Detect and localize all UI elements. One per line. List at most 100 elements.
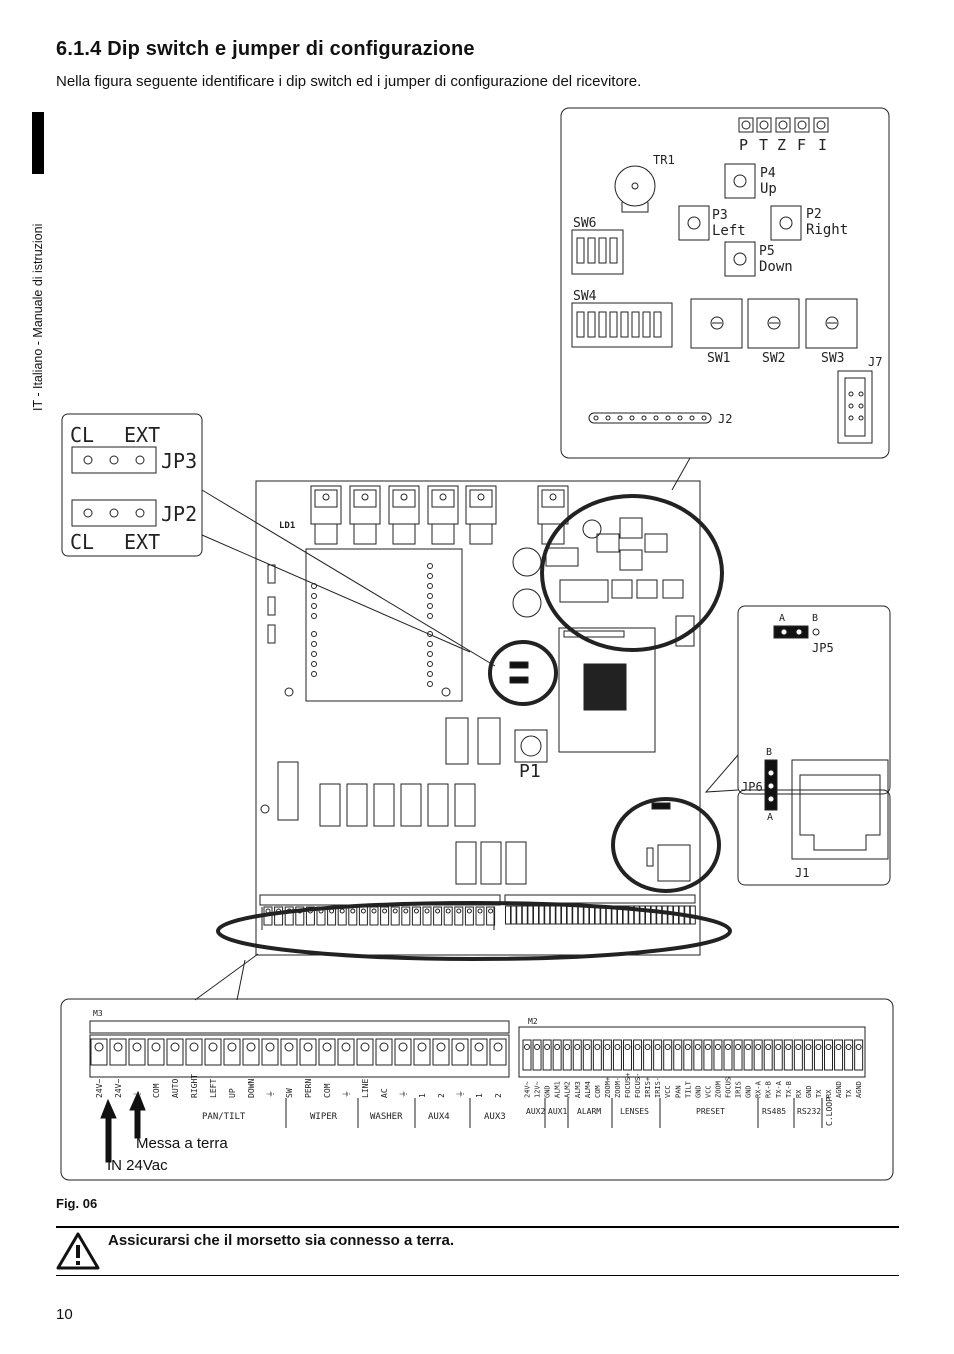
jp5-b-label: B <box>812 613 818 624</box>
p1-label: P1 <box>519 761 541 782</box>
jp2-label: JP2 <box>161 502 197 526</box>
board-screw <box>360 908 366 914</box>
up-label: Up <box>760 181 777 197</box>
board-screw <box>435 908 441 914</box>
board-terminal <box>369 906 379 926</box>
m3-terminal-label: 2 <box>437 1093 446 1098</box>
m2-terminal <box>562 1039 572 1071</box>
power-callout: IN 24Vac <box>107 1157 168 1174</box>
m2-terminal <box>602 1039 612 1071</box>
board-terminal <box>401 906 411 926</box>
m2-terminal <box>703 1039 713 1071</box>
m2-terminal <box>633 1039 643 1071</box>
m2-terminal-label: RX-B <box>765 1081 773 1098</box>
m2-screw <box>825 1044 832 1050</box>
m3-screw <box>227 1042 237 1052</box>
board-terminal <box>475 906 485 926</box>
board-terminal <box>454 906 464 926</box>
m2-terminal-label: IRIS <box>735 1081 743 1098</box>
m2-screw <box>624 1044 631 1050</box>
m3-terminal-label: PERN <box>304 1079 313 1098</box>
m3-terminal-label: ⏚ <box>133 1090 142 1098</box>
board-terminal <box>305 906 315 926</box>
m3-terminal <box>223 1038 241 1066</box>
divider-top <box>56 1226 899 1228</box>
m2-terminal-label: FOCUS <box>725 1077 733 1098</box>
m2-terminal <box>743 1039 753 1071</box>
jp3-label: JP3 <box>161 449 197 473</box>
m2-group-label: PRESET <box>696 1107 725 1116</box>
jp6-b-label: B <box>766 747 772 758</box>
m2-screw <box>755 1044 762 1050</box>
m3-screw <box>170 1042 180 1052</box>
m3-terminal <box>489 1038 507 1066</box>
m3-screw <box>189 1042 199 1052</box>
p4-label: P4 <box>760 166 776 181</box>
m3-terminal <box>470 1038 488 1066</box>
board-terminal <box>510 905 517 925</box>
m3-terminal <box>451 1038 469 1066</box>
board-terminal <box>464 906 474 926</box>
board-screw <box>318 908 324 914</box>
m2-screw <box>704 1044 711 1050</box>
m2-terminal-label: TX <box>815 1089 823 1098</box>
board-terminal <box>263 906 273 926</box>
m2-terminal <box>683 1039 693 1071</box>
detail-box-jumpers <box>61 413 203 557</box>
m3-terminal-label: LEFT <box>209 1079 218 1098</box>
board-terminal <box>572 905 579 925</box>
m3-terminal <box>261 1038 279 1066</box>
highlight-jp6 <box>611 797 721 893</box>
m2-terminal-label: TX-B <box>785 1081 793 1098</box>
led-label-z: Z <box>777 136 786 154</box>
m2-terminal <box>803 1039 813 1071</box>
m2-screw <box>614 1044 621 1050</box>
m2-terminal <box>663 1039 673 1071</box>
board-screw <box>477 908 483 914</box>
m2-screw <box>845 1044 852 1050</box>
m3-screw <box>208 1042 218 1052</box>
j2-label: J2 <box>718 412 732 426</box>
m3-terminal-label: RIGHT <box>190 1074 199 1098</box>
m2-terminal <box>582 1039 592 1071</box>
divider-bottom <box>56 1275 899 1276</box>
m3-terminal <box>413 1038 431 1066</box>
p3-label: P3 <box>712 208 728 223</box>
m3-screw <box>493 1042 503 1052</box>
sw6-label: SW6 <box>573 216 596 231</box>
m2-screw <box>815 1044 822 1050</box>
board-screw <box>286 908 292 914</box>
detail-box-terminals <box>60 998 894 1181</box>
led-label-p: P <box>739 136 748 154</box>
sw2-label: SW2 <box>762 351 785 366</box>
m2-terminal <box>783 1039 793 1071</box>
board-terminal <box>337 906 347 926</box>
m2-screw <box>534 1044 541 1050</box>
board-screw <box>488 908 494 914</box>
m2-screw <box>714 1044 721 1050</box>
m3-terminal <box>147 1038 165 1066</box>
board-terminal <box>433 906 443 926</box>
m2-terminal-label: PAN <box>674 1085 682 1098</box>
led-label-t: T <box>759 136 768 154</box>
m2-terminal <box>673 1039 683 1071</box>
m3-terminal <box>280 1038 298 1066</box>
m3-terminal-label: SW <box>285 1088 294 1098</box>
ext-label-top: EXT <box>124 423 160 447</box>
m3-terminal-label: 24V~ <box>95 1079 104 1098</box>
jp5-a-label: A <box>779 613 785 624</box>
board-terminal <box>645 905 651 925</box>
p2-label: P2 <box>806 207 822 222</box>
m2-terminal-label: GND <box>745 1085 753 1098</box>
board-terminal <box>516 905 523 925</box>
board-terminal <box>527 905 534 925</box>
led-label-i: I <box>818 136 827 154</box>
board-screw <box>371 908 377 914</box>
m3-terminal <box>185 1038 203 1066</box>
m2-terminal-label: AGND <box>835 1081 843 1098</box>
m2-terminal-label: ALM4 <box>584 1081 592 1098</box>
m3-terminal-label: DOWN <box>247 1079 256 1098</box>
m2-terminal <box>813 1039 823 1071</box>
m3-terminal-label: ⏚ <box>266 1090 275 1098</box>
